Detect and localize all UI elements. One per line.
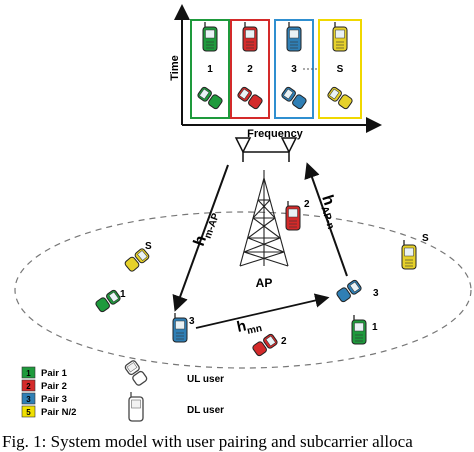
channel-arrow-ap-n [304, 162, 348, 277]
dl-phone-icon [172, 313, 188, 343]
legend-badge [21, 379, 36, 392]
freq-column: S [318, 19, 362, 119]
channel-label-ap-n: hAP-n [315, 193, 344, 231]
legend-badge-number: 1 [26, 369, 31, 378]
dl-user-icon [128, 392, 144, 422]
ap-antennas [234, 137, 298, 162]
legend-label: Pair 2 [41, 381, 67, 392]
ap-tower [239, 170, 289, 267]
freq-column-label: 2 [247, 64, 253, 75]
phone-label: 3 [373, 288, 379, 299]
legend-item: 2 Pair 2 [21, 379, 67, 392]
legend-badge-number: 5 [26, 408, 31, 417]
user-type-legend: UL user DL user [124, 360, 224, 422]
ul-phone-icon [327, 86, 353, 110]
dl-phone-icon [242, 22, 258, 52]
ul-user-icon [124, 360, 148, 386]
legend-badge [21, 405, 36, 418]
legend-item: 5 Pair N/2 [21, 405, 76, 418]
ul-phone-icon [95, 289, 121, 313]
dl-phone-icon [285, 201, 301, 231]
ul-phone-icon [197, 86, 223, 110]
legend-item: 1 Pair 1 [21, 366, 68, 379]
ap-label: AP [256, 276, 273, 290]
channel-label-mn: hmn [235, 314, 263, 339]
cell-boundary [14, 211, 472, 369]
ul-user-label: UL user [187, 374, 224, 385]
phone-label: 2 [281, 336, 287, 347]
dl-phone-icon [401, 240, 417, 270]
phone-label: 1 [372, 322, 378, 333]
freq-column: 1 [190, 19, 230, 119]
legend-label: Pair 1 [41, 368, 68, 379]
ul-phone-icon [281, 86, 307, 110]
phone-label: 1 [120, 289, 126, 300]
time-axis-label: Time [169, 55, 181, 80]
phone-label: 3 [189, 316, 195, 327]
legend-label: Pair 3 [41, 394, 67, 405]
phone-label: S [422, 233, 429, 244]
dl-user-label: DL user [187, 405, 224, 416]
dl-phone-icon [202, 22, 218, 52]
freq-column-label: 1 [207, 64, 213, 75]
ul-phone-icon [237, 86, 263, 110]
legend-badge [21, 392, 36, 405]
freq-column: 2 [230, 19, 270, 119]
legend-badge-number: 3 [26, 395, 31, 404]
phone-label: S [145, 241, 152, 252]
channel-label-m-ap: hm-AP [191, 209, 222, 250]
legend: 1 Pair 1 2 Pair 2 3 Pair 3 5 Pair N/2 [21, 366, 76, 418]
dl-phone-icon [332, 22, 348, 52]
legend-badge-number: 2 [26, 382, 31, 391]
ul-phone-icon [336, 279, 362, 303]
frequency-axis-label: Frequency [247, 128, 304, 140]
legend-badge [21, 366, 36, 379]
channel-arrow-m-ap [172, 164, 229, 312]
freq-column-label: 3 [291, 64, 297, 75]
dl-phone-icon [351, 315, 367, 345]
channel-arrow-mn [195, 293, 330, 329]
figure-caption: Fig. 1: System model with user pairing a… [2, 432, 413, 451]
legend-item: 3 Pair 3 [21, 392, 67, 405]
dl-phone-icon [286, 22, 302, 52]
legend-label: Pair N/2 [41, 407, 76, 418]
time-frequency-grid: Time Frequency 1 2 3 S [169, 4, 382, 140]
phone-label: 2 [304, 199, 310, 210]
freq-column-label: S [337, 64, 344, 75]
ul-phone-icon [124, 248, 150, 272]
ul-phone-icon [252, 333, 278, 357]
